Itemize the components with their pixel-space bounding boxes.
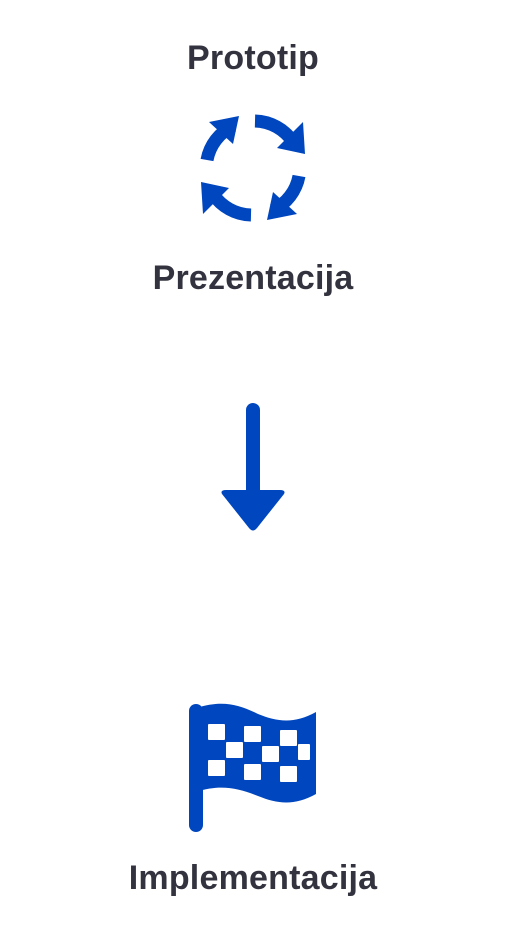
- cycle-arrows-icon: [200, 114, 306, 222]
- step-label-implementacija: Implementacija: [128, 859, 378, 897]
- step-label-prezentacija: Prezentacija: [152, 259, 354, 297]
- arrow-down-icon: [221, 403, 285, 531]
- step-label-prototip: Prototip: [187, 39, 319, 77]
- checkered-flag-icon: [189, 703, 316, 832]
